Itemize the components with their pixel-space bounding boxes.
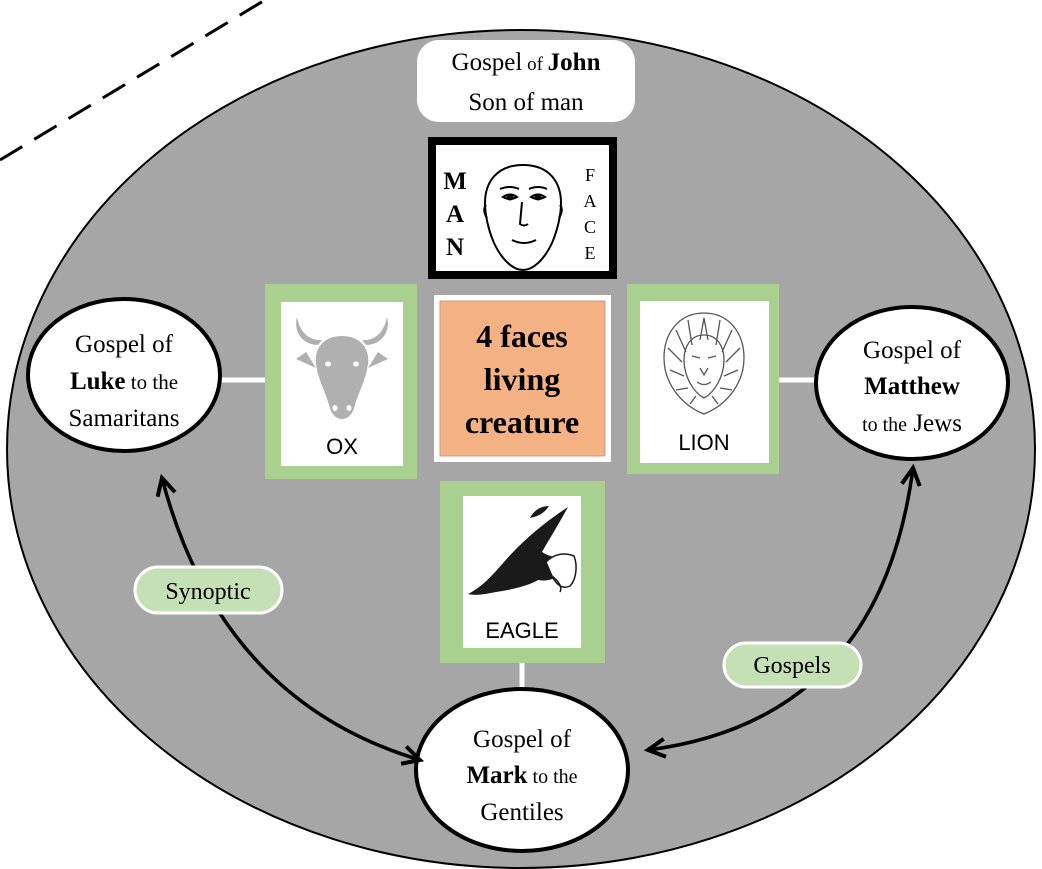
john-title-line2: Son of man: [468, 89, 584, 116]
matthew-ellipse: [814, 305, 1010, 461]
gospels-label: Gospels: [753, 653, 830, 679]
center-line3: creature: [465, 404, 579, 440]
lion-head-icon: [663, 312, 745, 415]
john-name: John: [548, 49, 601, 76]
luke-ellipse: [26, 297, 222, 453]
matthew-jews: Jews: [907, 410, 962, 437]
luke-to-the: to the: [126, 370, 179, 394]
face-letter-e: E: [585, 243, 596, 263]
dashed-line: [0, 0, 266, 162]
center-line2: living: [484, 361, 560, 397]
mark-to-the: to the: [528, 766, 578, 788]
center-line1: 4 faces: [476, 318, 568, 354]
lion-inner: [640, 301, 769, 463]
luke-line1: Gospel of: [75, 331, 174, 358]
john-title-line1: Gospel of John: [452, 49, 601, 76]
man-letter-n: N: [446, 234, 464, 261]
luke-name: Luke: [70, 368, 126, 395]
john-title-box: [417, 40, 635, 122]
matthew-line1: Gospel of: [863, 337, 962, 364]
face-letter-a: A: [584, 191, 597, 211]
gospels-pill: [722, 641, 863, 689]
mark-ellipse: [414, 687, 630, 853]
matthew-line3: to the Jews: [862, 410, 962, 437]
mark-line2: Mark to the: [466, 762, 577, 789]
luke-line3: Samaritans: [68, 405, 179, 432]
synoptic-pill: [133, 565, 284, 615]
luke-line2: Luke to the: [70, 368, 178, 395]
man-letter-m: M: [443, 168, 467, 195]
matthew-to-the: to the: [862, 414, 907, 436]
face-letter-c: C: [584, 217, 596, 237]
john-gospel-word: Gospel: [452, 49, 523, 76]
man-face-box: [428, 137, 617, 279]
eagle-icon: [468, 506, 577, 595]
eagle-label: EAGLE: [485, 618, 558, 643]
arrow-luke-mark: [162, 478, 420, 760]
ox-head-icon: [296, 317, 388, 419]
human-face-icon: [483, 163, 563, 272]
ox-head-details: [325, 361, 359, 411]
mark-line1: Gospel of: [473, 726, 572, 753]
mark-line3: Gentiles: [480, 799, 563, 826]
matthew-line2: Matthew: [864, 373, 960, 400]
synoptic-label: Synoptic: [165, 579, 250, 605]
man-letter-a: A: [446, 201, 464, 228]
lion-label: LION: [678, 430, 729, 455]
john-of-word: of: [522, 54, 547, 75]
face-letter-f: F: [585, 165, 595, 185]
mark-name: Mark: [466, 762, 527, 789]
center-box-inner: [439, 300, 606, 457]
ox-label: OX: [326, 434, 358, 459]
